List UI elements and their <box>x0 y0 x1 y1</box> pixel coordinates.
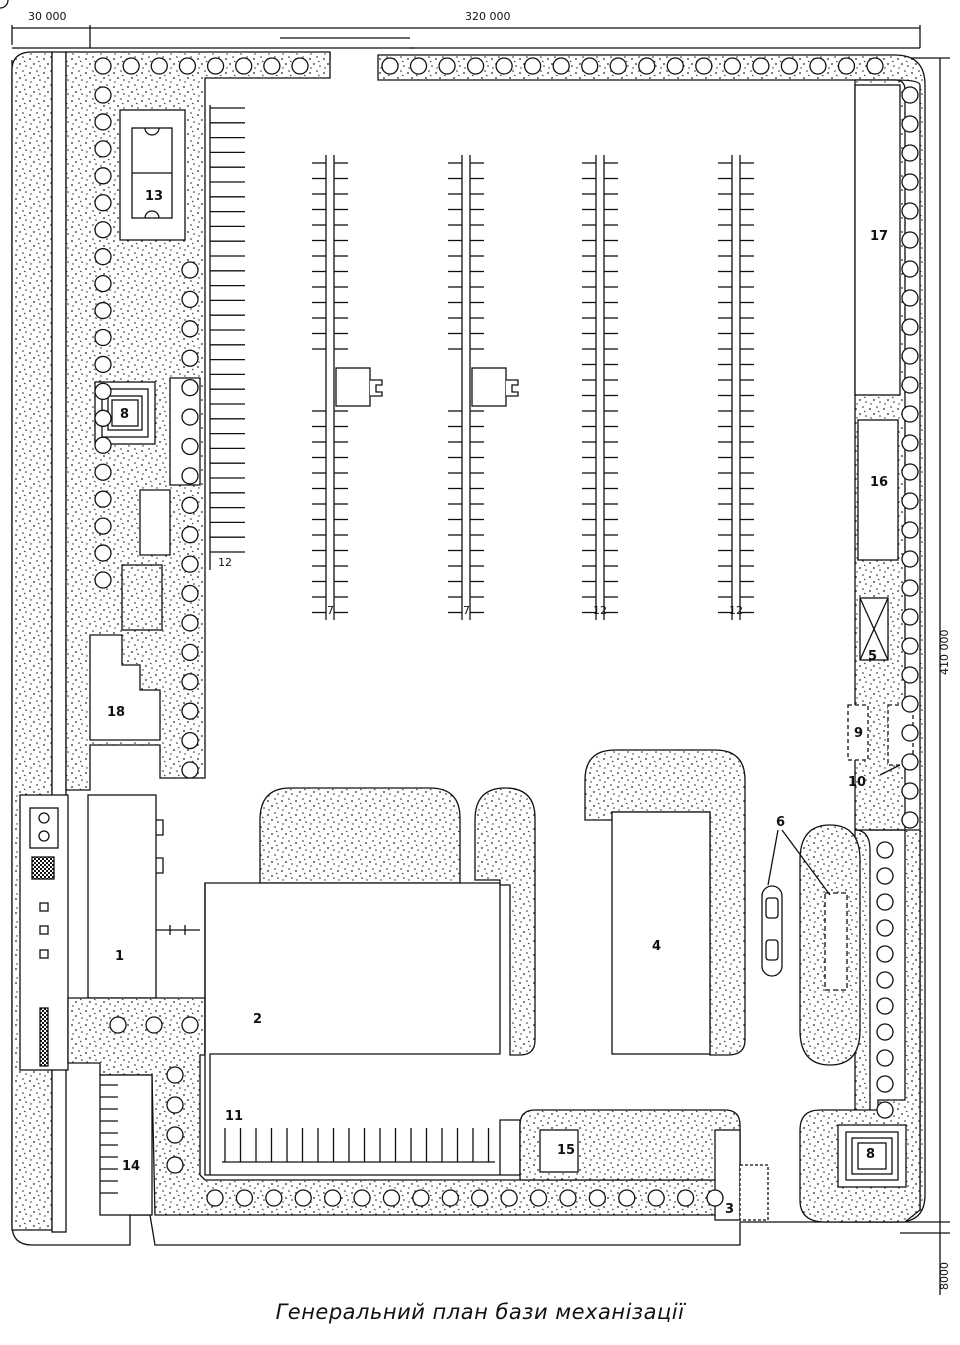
greenbelt-right-lower <box>799 829 921 1223</box>
label-4: 4 <box>652 939 661 954</box>
parking-rows <box>312 155 754 620</box>
dim-top-main: 320 000 <box>465 10 511 23</box>
label-17: 17 <box>870 229 888 244</box>
label-3: 3 <box>725 1202 734 1217</box>
dim-right-main: 410 000 <box>938 630 951 676</box>
label-6: 6 <box>776 815 785 830</box>
dimension-lines <box>11 25 950 1295</box>
label-13: 13 <box>145 189 163 204</box>
label-8-right: 8 <box>866 1147 875 1162</box>
plan-caption: Генеральний план бази механізації <box>275 1300 685 1324</box>
label-11: 11 <box>225 1109 243 1124</box>
label-7a: 7 <box>327 604 334 617</box>
block-15 <box>539 1129 579 1173</box>
dim-top-left: 30 000 <box>28 10 67 23</box>
block-4 <box>611 811 711 1055</box>
label-15: 15 <box>557 1143 575 1158</box>
label-5: 5 <box>868 649 877 664</box>
label-16: 16 <box>870 475 888 490</box>
label-2: 2 <box>253 1012 262 1027</box>
green-island-slim <box>474 787 536 1056</box>
label-12a: 12 <box>218 556 232 569</box>
block-1 <box>87 794 157 999</box>
site-plan-drawing: 30 000 320 000 410 000 8000 1 2 3 4 5 6 … <box>0 0 951 1295</box>
label-12b: 12 <box>593 604 607 617</box>
block-9 <box>847 704 869 761</box>
label-12c: 12 <box>729 604 743 617</box>
label-8-left: 8 <box>120 407 129 422</box>
label-9: 9 <box>854 726 863 741</box>
block-8-right <box>837 1124 907 1188</box>
dim-right-bottom: 8000 <box>938 1262 951 1290</box>
label-14: 14 <box>122 1159 140 1174</box>
label-10: 10 <box>848 775 866 790</box>
block-18 <box>89 634 161 741</box>
label-18: 18 <box>107 705 125 720</box>
greenbelt-top-right <box>377 54 926 1223</box>
label-1: 1 <box>115 949 124 964</box>
label-7b: 7 <box>463 604 470 617</box>
green-island-block4 <box>584 749 746 1056</box>
green-island-center <box>259 787 461 884</box>
block-16 <box>857 419 899 561</box>
block-2 <box>204 882 521 1176</box>
block-17 <box>854 84 901 396</box>
